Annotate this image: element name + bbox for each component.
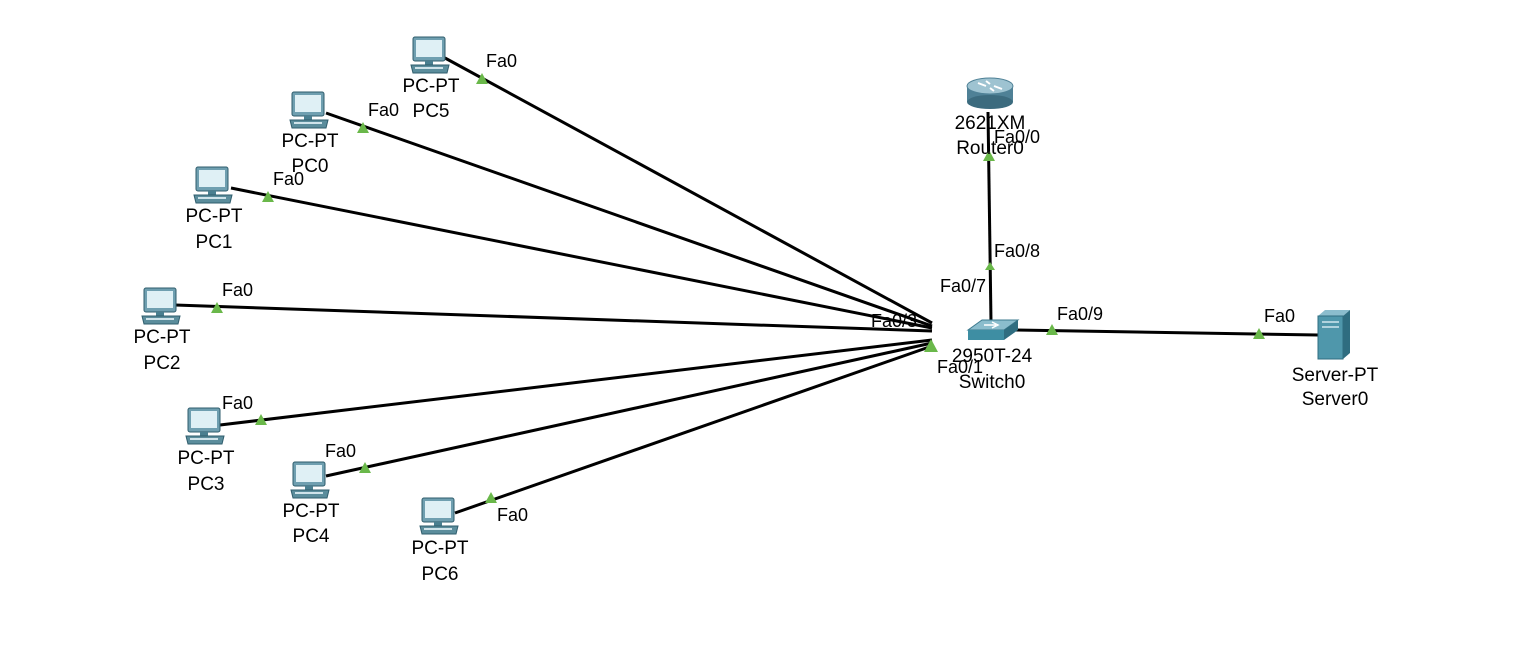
link-router-switch[interactable] (986, 111, 993, 323)
port-indicator-pc1 (262, 191, 274, 202)
device-pc6[interactable]: PC-PT PC6 (412, 497, 469, 585)
device-model-label: PC-PT (186, 206, 243, 227)
port-indicator-switch-server (1046, 324, 1058, 335)
router-icon[interactable] (966, 77, 1014, 109)
link-pc2-switch[interactable] (174, 303, 933, 333)
switch-icon[interactable] (966, 319, 1020, 340)
pc-icon[interactable] (141, 287, 181, 325)
device-name-label: PC0 (292, 156, 329, 177)
link-pc5-switch[interactable] (444, 56, 933, 325)
device-name-label: Server0 (1302, 389, 1369, 410)
port-label-pc6: Fa0 (497, 505, 528, 525)
device-name-label: Router0 (956, 138, 1024, 159)
pc-icon[interactable] (290, 461, 330, 499)
port-indicator-pc4 (359, 462, 371, 473)
link-pc3-switch[interactable] (219, 338, 933, 427)
server-icon[interactable] (1317, 310, 1350, 360)
port-indicator-pc5 (476, 73, 488, 84)
device-switch[interactable]: 2950T-24 Switch0 (952, 319, 1033, 393)
port-label-pc2: Fa0 (222, 280, 253, 300)
device-pc0[interactable]: PC-PT PC0 (282, 91, 339, 177)
device-pc3[interactable]: PC-PT PC3 (178, 407, 235, 495)
link-pc0-switch[interactable] (325, 111, 933, 328)
device-model-label: Server-PT (1292, 365, 1379, 386)
port-label-pc5: Fa0 (486, 51, 517, 71)
port-label-pc3: Fa0 (222, 393, 253, 413)
pc-icon[interactable] (289, 91, 329, 129)
device-pc4[interactable]: PC-PT PC4 (283, 461, 340, 547)
device-model-label: PC-PT (403, 76, 460, 97)
port-indicator-pc0 (357, 122, 369, 133)
device-router[interactable]: 2621XM Router0 (955, 77, 1026, 159)
device-name-label: Switch0 (959, 372, 1026, 393)
device-pc2[interactable]: PC-PT PC2 (134, 287, 191, 374)
port-label-switch-pc2: Fa0/3 (871, 311, 917, 331)
device-model-label: PC-PT (412, 538, 469, 559)
device-server[interactable]: Server-PT Server0 (1292, 310, 1379, 410)
device-pc5[interactable]: PC-PT PC5 (403, 36, 460, 122)
pc-icon[interactable] (410, 36, 450, 74)
port-indicator-pc2 (211, 302, 223, 313)
device-name-label: PC6 (422, 564, 459, 585)
pc-icon[interactable] (419, 497, 459, 535)
device-name-label: PC2 (144, 353, 181, 374)
link-pc6-switch[interactable] (454, 344, 933, 515)
port-indicator-switch-router (985, 262, 995, 270)
port-label-pc0: Fa0 (368, 100, 399, 120)
link-pc4-switch[interactable] (325, 341, 933, 478)
port-label-switch-server: Fa0/9 (1057, 304, 1103, 324)
port-indicator-pc3 (255, 414, 267, 425)
port-labels: Fa0 Fa0 Fa0 Fa0 Fa0 Fa0 Fa0 Fa0 Fa0/0 Fa… (222, 51, 1295, 525)
port-indicator-pc6 (485, 492, 497, 503)
device-model-label: PC-PT (282, 131, 339, 152)
port-label-switch-router: Fa0/8 (994, 241, 1040, 261)
device-model-label: PC-PT (134, 327, 191, 348)
device-model-label: PC-PT (178, 448, 235, 469)
port-indicator-server (1253, 328, 1265, 339)
device-model-label: 2621XM (955, 113, 1026, 134)
device-name-label: PC1 (196, 232, 233, 253)
device-pc1[interactable]: PC-PT PC1 (186, 166, 243, 253)
device-name-label: PC4 (293, 526, 330, 547)
pc-icon[interactable] (193, 166, 233, 204)
device-name-label: PC3 (188, 474, 225, 495)
port-label-switch-lower: Fa0/1 (937, 357, 983, 377)
link-switch-server[interactable] (1015, 328, 1319, 337)
port-label-server: Fa0 (1264, 306, 1295, 326)
port-indicator-switch-pc (924, 339, 938, 352)
port-indicator-router (983, 150, 995, 161)
device-model-label: 2950T-24 (952, 346, 1033, 367)
port-label-pc1: Fa0 (273, 169, 304, 189)
port-label-router: Fa0/0 (994, 127, 1040, 147)
device-model-label: PC-PT (283, 501, 340, 522)
links (174, 56, 1319, 515)
pc-icon[interactable] (185, 407, 225, 445)
port-label-pc4: Fa0 (325, 441, 356, 461)
link-pc1-switch[interactable] (230, 186, 933, 330)
device-name-label: PC5 (413, 101, 450, 122)
port-label-switch-upper: Fa0/7 (940, 276, 986, 296)
port-indicators (211, 73, 1265, 503)
